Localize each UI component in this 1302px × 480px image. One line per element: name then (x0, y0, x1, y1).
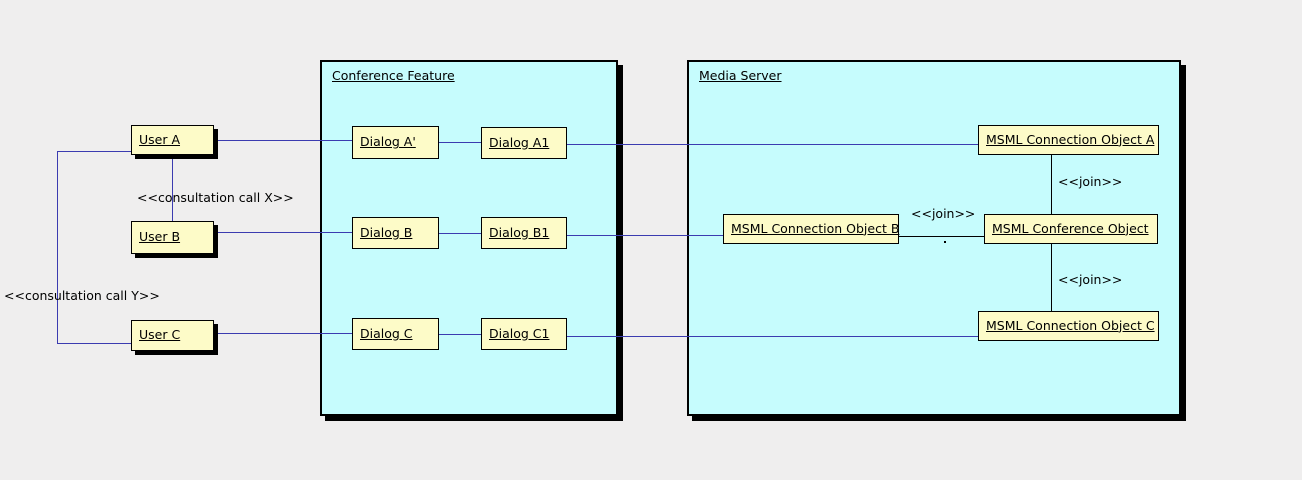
object-dialog-b1-label: Dialog B1 (489, 224, 550, 240)
connector-consultation-call-y-top (57, 151, 132, 152)
object-msml-connection-c[interactable]: MSML Connection Object C (978, 311, 1159, 341)
object-dialog-a-prime[interactable]: Dialog A' (352, 126, 439, 159)
object-user-c[interactable]: User C (131, 320, 214, 351)
object-msml-conference[interactable]: MSML Conference Object (984, 214, 1158, 244)
object-dialog-c[interactable]: Dialog C (352, 318, 439, 350)
object-dialog-b-label: Dialog B (360, 224, 413, 240)
object-user-c-label: User C (139, 327, 181, 343)
connector-join-middle (899, 236, 984, 237)
connector-dialog-b1-to-msml-connection-b (567, 235, 723, 236)
connector-consultation-call-y-bottom (57, 343, 132, 344)
object-dialog-c1[interactable]: Dialog C1 (481, 318, 567, 350)
connector-user-a-to-dialog-a-prime (215, 140, 352, 141)
connector-dialog-a-prime-to-dialog-a1 (439, 142, 481, 143)
label-join-bottom: <<join>> (1058, 272, 1123, 287)
label-consultation-call-x: <<consultation call X>> (137, 190, 294, 205)
object-dialog-c1-label: Dialog C1 (489, 325, 550, 341)
connector-join-top (1051, 155, 1052, 215)
label-consultation-call-y: <<consultation call Y>> (4, 288, 160, 303)
package-media-server-title: Media Server (699, 68, 782, 83)
object-msml-connection-c-label: MSML Connection Object C (986, 317, 1155, 333)
object-msml-conference-label: MSML Conference Object (992, 220, 1149, 236)
object-msml-connection-b-label: MSML Connection Object B (731, 220, 900, 236)
object-dialog-b[interactable]: Dialog B (352, 217, 439, 249)
connector-consultation-call-y-left (57, 151, 58, 343)
connector-dialog-c-to-dialog-c1 (439, 334, 481, 335)
object-dialog-b1[interactable]: Dialog B1 (481, 217, 567, 249)
package-conference-feature-title: Conference Feature (332, 68, 455, 83)
connector-user-c-to-dialog-c (215, 333, 352, 334)
object-user-b[interactable]: User B (131, 221, 214, 254)
object-dialog-c-label: Dialog C (360, 325, 413, 341)
object-user-a[interactable]: User A (131, 125, 214, 155)
object-dialog-a-prime-label: Dialog A' (360, 134, 416, 150)
label-join-middle: <<join>> (911, 206, 976, 221)
object-msml-connection-b[interactable]: MSML Connection Object B (723, 214, 899, 244)
connector-dialog-a1-to-msml-connection-a (567, 144, 978, 145)
label-join-top: <<join>> (1058, 174, 1123, 189)
connector-dialog-b-to-dialog-b1 (439, 233, 481, 234)
connector-dialog-c1-to-msml-connection-c (567, 336, 978, 337)
object-msml-connection-a[interactable]: MSML Connection Object A (978, 125, 1159, 155)
object-dialog-a1-label: Dialog A1 (489, 134, 550, 150)
connector-consultation-call-x (172, 152, 173, 222)
object-user-b-label: User B (139, 229, 181, 245)
join-middle-dot (944, 241, 946, 243)
connector-join-bottom (1051, 244, 1052, 311)
object-msml-connection-a-label: MSML Connection Object A (986, 131, 1155, 147)
object-user-a-label: User A (139, 131, 181, 147)
object-dialog-a1[interactable]: Dialog A1 (481, 127, 567, 159)
connector-user-b-to-dialog-b (215, 232, 352, 233)
